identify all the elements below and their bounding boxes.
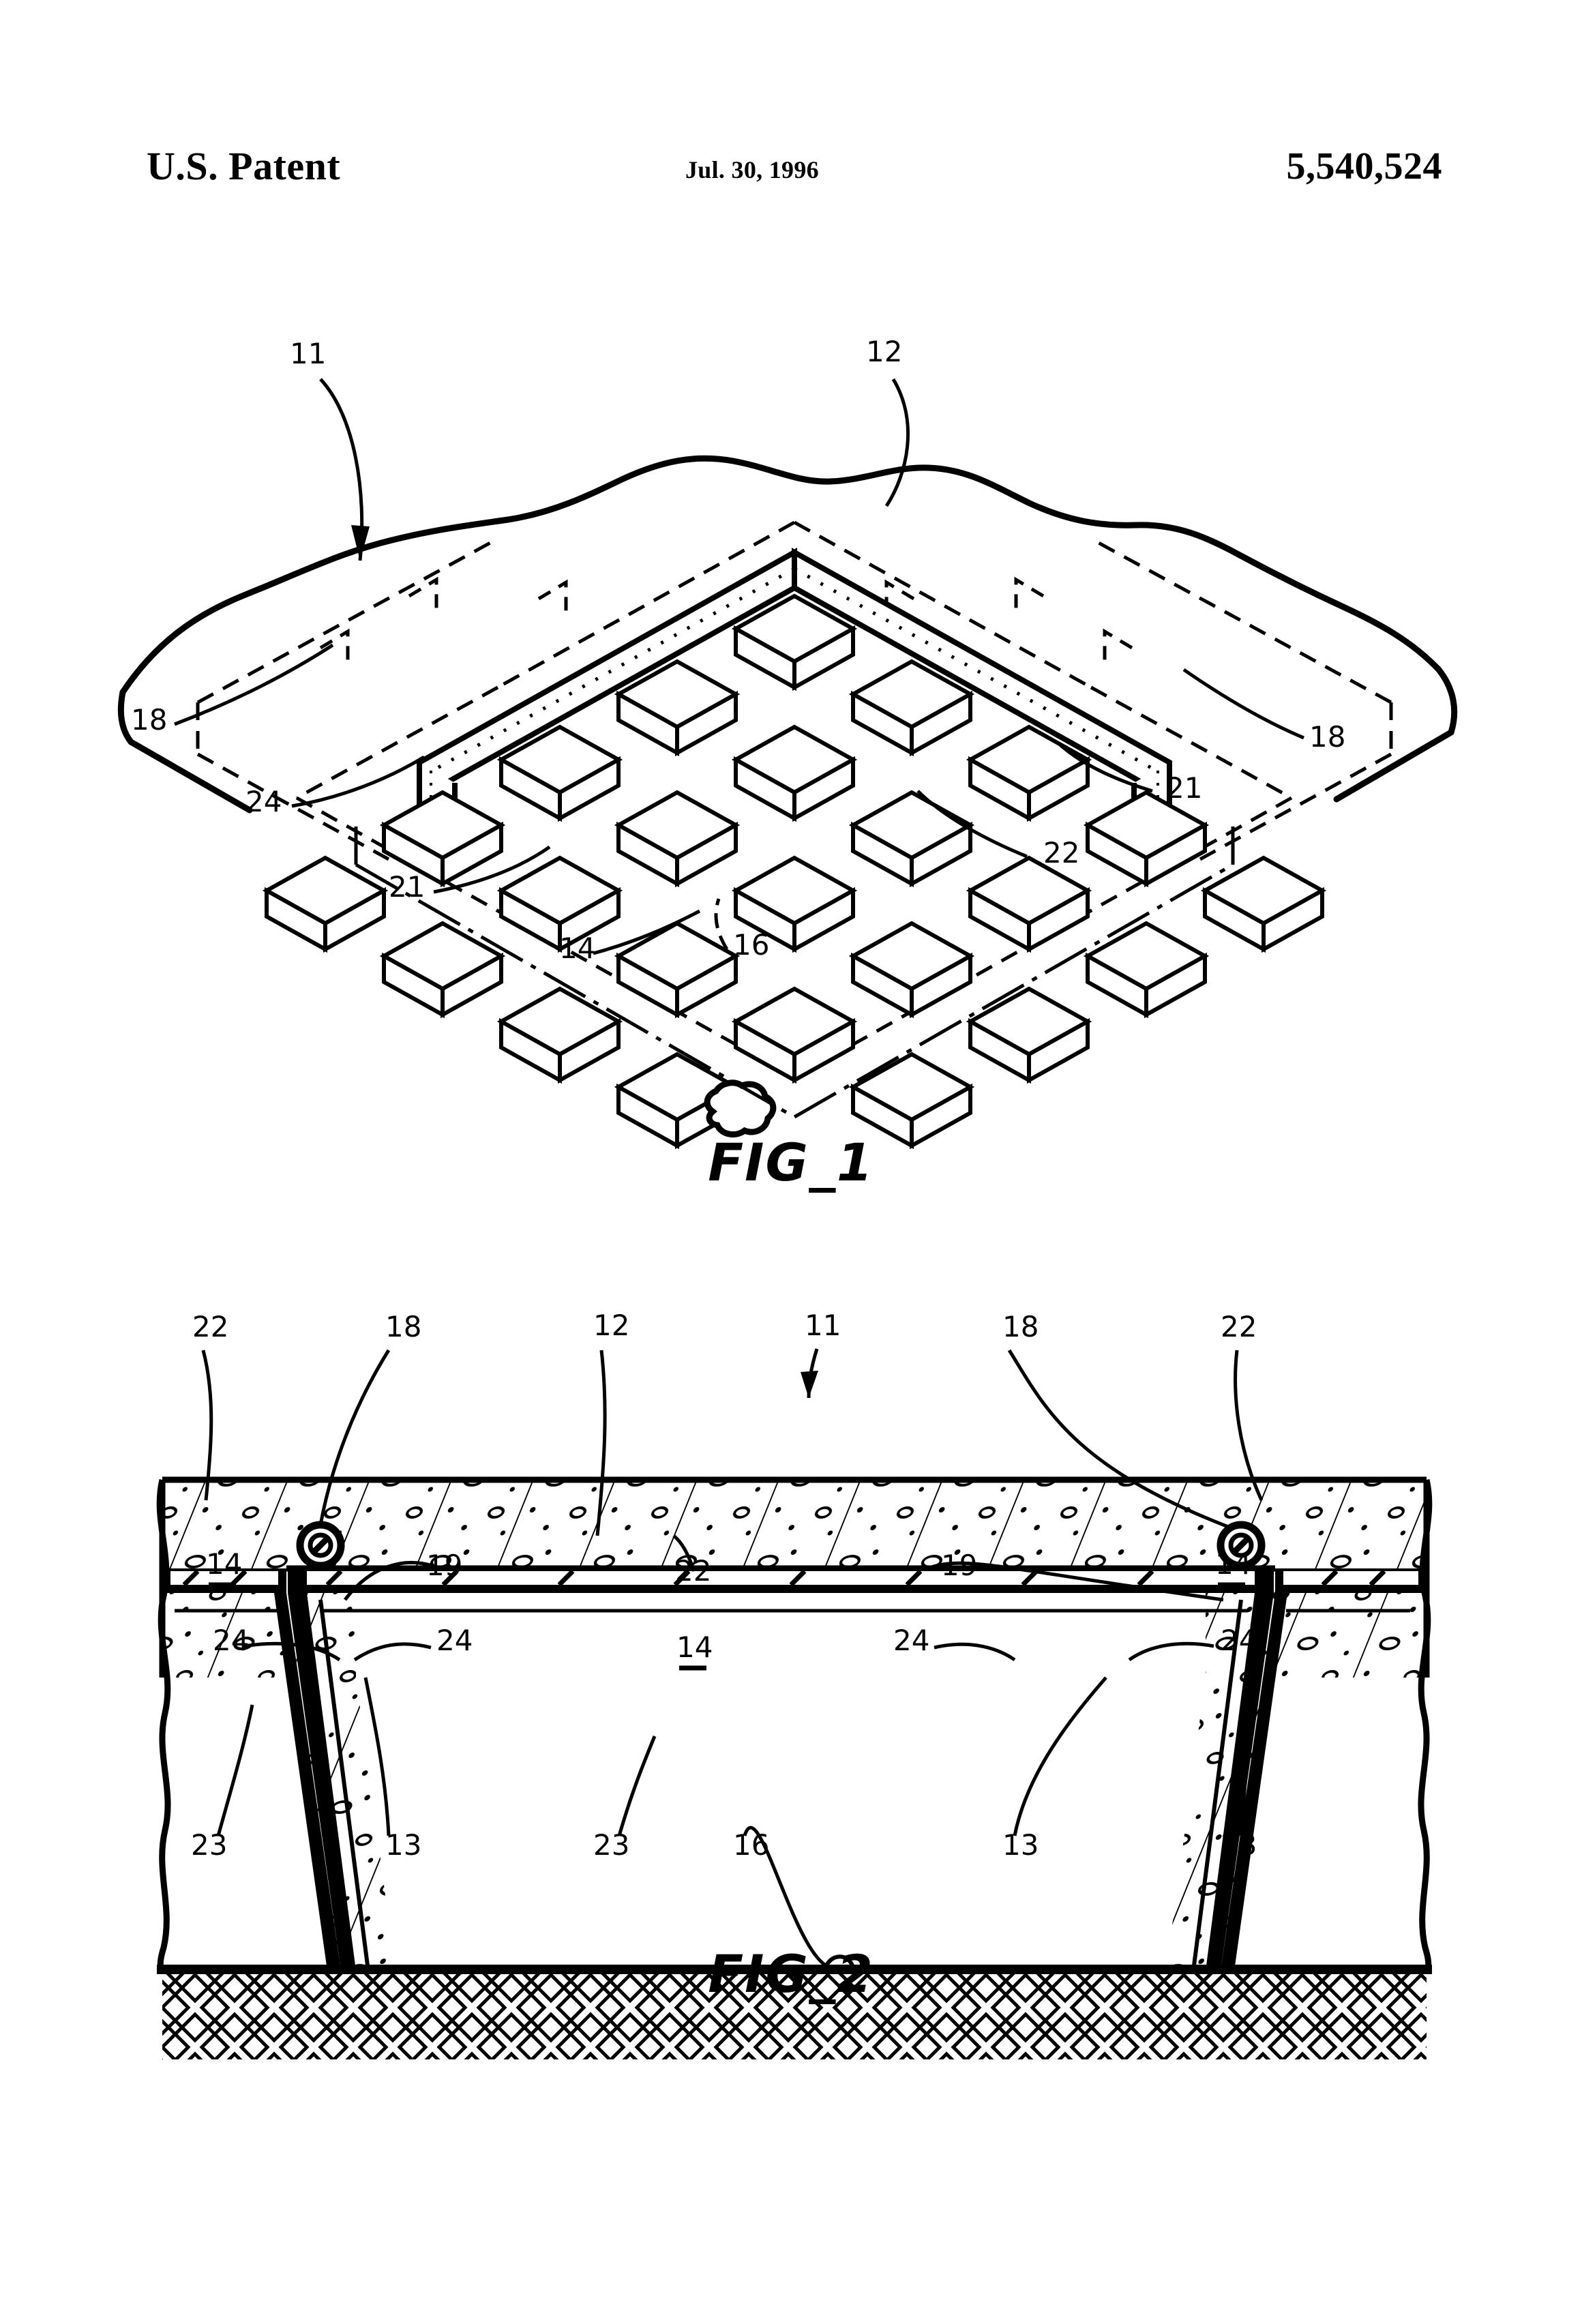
figure-2-drawing: 22 18 12 11 18 22 14 19 22 19 14 24 24 1… [156, 1309, 1433, 2059]
figure-1-callouts: 11 12 18 18 24 21 21 22 14 16 [131, 335, 1345, 965]
callout-14-mid: 14 [676, 1630, 713, 1664]
callout-11-a: 11 [290, 337, 326, 370]
patent-number: 5,540,524 [1286, 145, 1442, 188]
callout-13-left: 13 [385, 1828, 421, 1862]
figure-1-caption: FIG_1 [708, 1132, 874, 1193]
cavity-walls [274, 1568, 1287, 1971]
callout-22-left: 22 [192, 1310, 228, 1343]
break-line-left [156, 1478, 171, 1974]
callout-24-d: 24 [1221, 1624, 1257, 1657]
break-line-right [1418, 1478, 1433, 1974]
callout-24-a: 24 [213, 1624, 249, 1657]
callout-22-right: 22 [1221, 1310, 1257, 1343]
callout-23-right: 23 [1221, 1828, 1257, 1862]
callout-23-mid: 23 [593, 1828, 629, 1862]
patent-date: Jul. 30, 1996 [685, 156, 819, 183]
callout-16: 16 [733, 1828, 769, 1862]
figure-2-callouts: 22 18 12 11 18 22 14 19 22 19 14 24 24 1… [191, 1309, 1257, 1862]
figure-1-drawing: 11 12 18 18 24 21 21 22 14 16 [117, 335, 1458, 1221]
callout-22: 22 [1043, 836, 1079, 869]
callout-18-left: 18 [385, 1310, 421, 1343]
patent-office-label: U.S. Patent [147, 144, 341, 188]
callout-21-right: 21 [1166, 771, 1202, 805]
callout-12: 12 [593, 1309, 629, 1342]
callout-24: 24 [245, 785, 282, 818]
figure-2: 22 18 12 11 18 22 14 19 22 19 14 24 24 1… [116, 1296, 1473, 2059]
concrete-overlay [162, 1480, 1427, 1678]
numeral-underlines [209, 1582, 1245, 1671]
earth-subgrade [162, 1972, 1427, 2059]
callout-23-left: 23 [191, 1828, 227, 1862]
callout-14-left: 14 [206, 1547, 242, 1581]
leader-lines [174, 378, 1304, 955]
patent-header: U.S. Patent Jul. 30, 1996 5,540,524 [0, 143, 1582, 198]
callout-18-right: 18 [1002, 1310, 1039, 1343]
callout-14: 14 [559, 932, 595, 965]
broken-block-detail [704, 1079, 777, 1138]
figure-2-caption: FIG_2 [708, 1943, 874, 2004]
phantom-boundary [354, 826, 1235, 1119]
callout-19-left: 19 [426, 1549, 462, 1582]
callout-12: 12 [866, 335, 902, 368]
callout-22-mid: 22 [675, 1554, 711, 1588]
callout-14-right: 14 [1215, 1547, 1251, 1581]
callout-11: 11 [805, 1309, 841, 1342]
callout-13-right: 13 [1002, 1828, 1039, 1862]
cavity-ceiling [288, 1568, 1274, 1613]
callout-16: 16 [733, 928, 769, 962]
callout-24-c: 24 [893, 1624, 929, 1657]
figure-2-leaders [201, 1348, 1264, 1970]
outer-cavity-ceilings [162, 1568, 1427, 1613]
callout-19-right: 19 [941, 1549, 977, 1582]
callout-18-left: 18 [131, 703, 167, 736]
figure-1: 11 12 18 18 24 21 21 22 14 16 [116, 321, 1473, 1221]
callout-18-right: 18 [1309, 720, 1345, 754]
callout-24-b: 24 [436, 1624, 473, 1657]
callout-21-left: 21 [389, 870, 425, 904]
